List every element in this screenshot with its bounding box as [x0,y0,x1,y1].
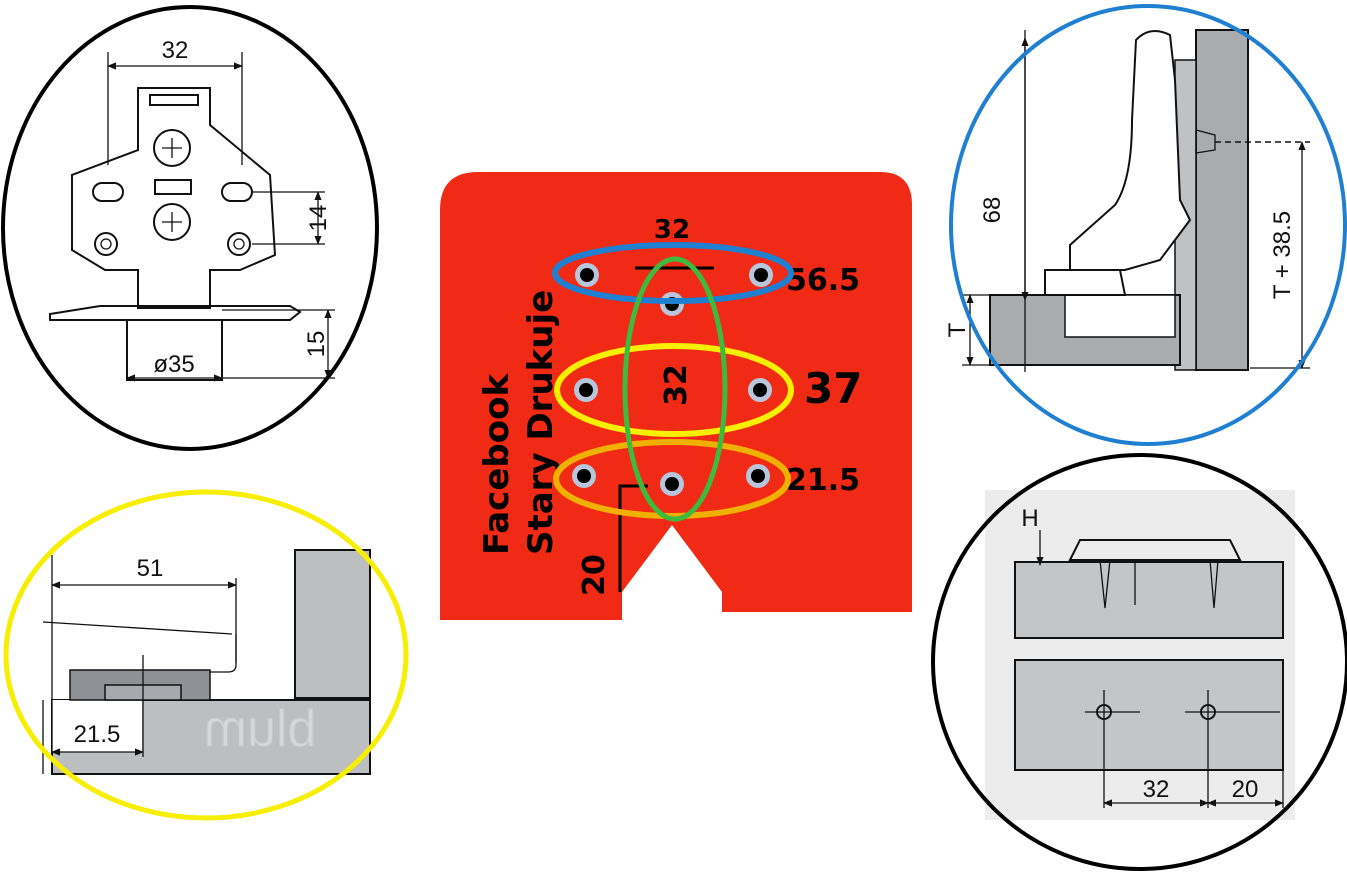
highlight-ring-orange [553,439,791,519]
drill-hole-icon [574,378,598,402]
overlay-detail: blum 51 21.5 [3,489,409,821]
row1-label: 56.5 [786,263,860,298]
detail-circle-bottom-left [3,489,409,821]
jig-body [440,172,912,620]
drill-hole-icon [748,378,772,402]
overlay-dimension-label: 51 [137,555,164,582]
drill-hole-icon [660,292,684,316]
screw-icon [153,203,191,241]
h-dimension-label: H [1021,505,1038,532]
width-dimension-label: 32 [162,37,189,64]
height-dimension-label: 68 [979,197,1006,224]
drill-hole-icon [749,263,773,287]
detail-circle-bottom-right [931,453,1347,871]
drill-hole-icon [575,263,599,287]
offset-dimension-label: 21.5 [74,721,121,748]
thickness-label: T [944,322,971,337]
mounting-plate-detail: H 32 20 [931,453,1347,871]
formula-dimension-label: T + 38.5 [1269,211,1296,299]
drill-holes [572,263,773,496]
cup-diameter-label: ø35 [153,351,194,378]
row2-label: 37 [804,364,862,413]
highlight-ring-green [622,256,728,522]
drill-hole-icon [746,464,770,488]
slot-spacing-label: 14 [305,205,332,232]
spacing-dimension-label: 32 [1143,776,1170,803]
hinge-front-view-detail: 32 14 15 ø35 [1,5,379,451]
drill-hole-icon [660,472,684,496]
hinge-side-view-detail: 68 T T + 38.5 [944,4,1347,446]
top-spacing-label: 32 [654,215,690,245]
jig-text-facebook: Facebook [477,373,517,555]
row3-label: 21.5 [786,463,860,498]
depth-dimension-label: 15 [303,331,330,358]
detail-circle-top-right [949,4,1347,446]
highlight-ring-blue [552,242,794,304]
edge-distance-label: 20 [577,554,612,596]
edge-dimension-label: 20 [1232,776,1259,803]
brand-watermark: blum [204,700,317,758]
center-spacing-label: 32 [659,364,694,406]
jig-text-stary-drukuje: Stary Drukuje [521,290,561,555]
drilling-jig-plate: 32 56.5 37 21.5 32 Facebook Stary Drukuj… [440,172,912,620]
screw-icon [153,129,191,167]
highlight-ring-yellow [554,343,794,437]
drill-hole-icon [572,464,596,488]
